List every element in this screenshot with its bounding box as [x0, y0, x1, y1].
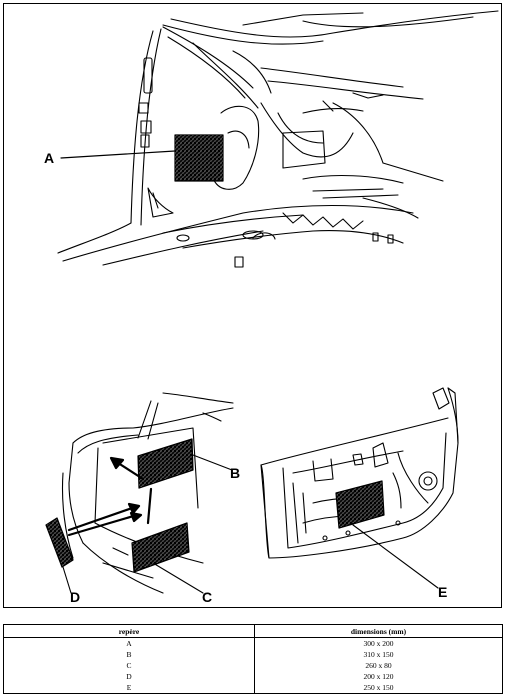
leader-line-e — [352, 524, 439, 589]
header-dimensions: dimensions (mm) — [254, 624, 503, 638]
cell-repere: A — [3, 637, 255, 649]
insulation-panel-e — [335, 480, 385, 529]
cell-dimensions: 250 x 150 — [254, 682, 503, 694]
label-a: A — [44, 150, 55, 166]
figure-frame — [3, 3, 502, 608]
table-row: C 260 x 80 — [3, 660, 503, 671]
table-row: A 300 x 200 — [3, 637, 503, 649]
table-row: D 200 x 120 — [3, 671, 503, 682]
label-c: C — [202, 589, 213, 605]
insulation-panel-a — [174, 134, 224, 182]
cell-repere: C — [3, 660, 255, 671]
table-header-row: repère dimensions (mm) — [3, 624, 503, 638]
header-repere: repère — [3, 624, 255, 638]
cell-dimensions: 260 x 80 — [254, 660, 503, 671]
technical-illustration — [45, 10, 499, 594]
table-row: B 310 x 150 — [3, 649, 503, 660]
insulation-panel-d — [45, 517, 74, 568]
insulation-panel-c — [131, 522, 190, 573]
cell-dimensions: 310 x 150 — [254, 649, 503, 660]
leader-line-a — [60, 150, 176, 159]
label-d: D — [70, 589, 81, 605]
door-panel-drawing — [260, 387, 459, 559]
label-e: E — [438, 584, 448, 600]
cell-repere: D — [3, 671, 255, 682]
dimensions-table: repère dimensions (mm) A 300 x 200 B 310… — [3, 624, 503, 694]
table-row: E 250 x 150 — [3, 682, 503, 694]
cell-repere: B — [3, 649, 255, 660]
car-interior-drawing — [57, 10, 499, 268]
leader-lines-lower-left — [62, 454, 233, 594]
cell-repere: E — [3, 682, 255, 694]
placement-arrows — [67, 456, 153, 537]
cell-dimensions: 300 x 200 — [254, 637, 503, 649]
insulation-panel-b — [137, 438, 194, 489]
label-b: B — [230, 465, 241, 481]
trunk-drawing — [61, 392, 234, 594]
cell-dimensions: 200 x 120 — [254, 671, 503, 682]
